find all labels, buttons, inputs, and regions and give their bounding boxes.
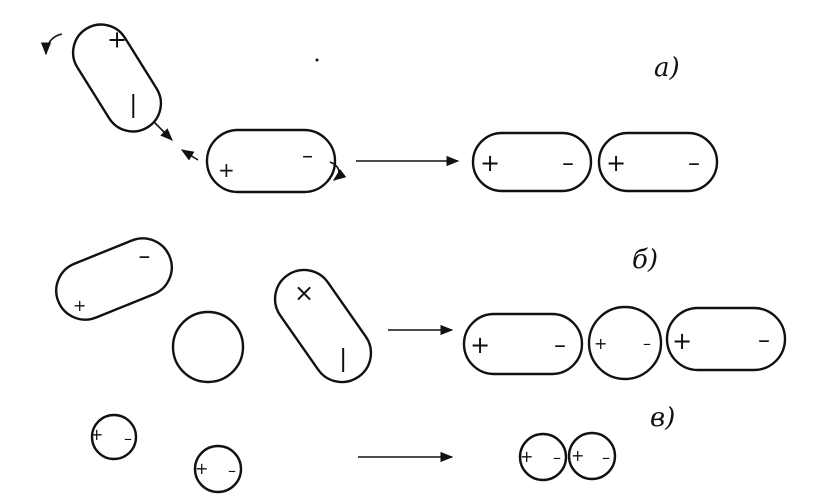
minus-sign: – xyxy=(228,461,236,480)
minus-sign: – xyxy=(554,331,566,359)
minus-sign: | xyxy=(339,344,347,372)
aggregate-rod-1: + – xyxy=(462,312,584,376)
minus-sign: | xyxy=(129,91,137,119)
small-dipole-sphere: + – xyxy=(90,413,138,461)
minus-sign: – xyxy=(562,149,574,177)
minus-sign: – xyxy=(553,448,561,467)
plus-sign: + xyxy=(195,459,208,478)
tilted-dipole-rod: × | xyxy=(273,268,373,384)
minus-sign: – xyxy=(602,448,610,467)
attraction-arrow xyxy=(180,149,199,161)
plus-sign: + xyxy=(470,331,490,359)
tilted-dipole-rod: + | xyxy=(71,23,163,133)
row-c: + – + – + – + – в) xyxy=(90,403,675,494)
aggregate-rod-2: + – xyxy=(597,131,719,193)
plus-sign: + xyxy=(90,425,103,444)
horizontal-dipole-rod: + – xyxy=(205,128,337,194)
minus-sign: – xyxy=(302,144,313,169)
plus-sign: + xyxy=(520,447,533,466)
plus-sign: + xyxy=(606,149,626,177)
spherical-particle xyxy=(171,310,245,384)
minus-sign: – xyxy=(758,326,770,354)
plus-sign: + xyxy=(73,296,86,315)
stray-dot xyxy=(315,58,319,62)
plus-sign: + xyxy=(218,158,235,182)
aggregate-sphere: + – xyxy=(587,305,663,381)
plus-sign: × xyxy=(294,279,314,307)
row-a: + | + – + – + – a) xyxy=(40,23,719,194)
plus-sign: + xyxy=(107,25,127,53)
label-c: в) xyxy=(650,403,675,433)
rotation-arrow xyxy=(40,33,63,56)
row-b: + – × | + – + – + – б) xyxy=(55,237,787,384)
aggregate-sphere-2: + – xyxy=(567,431,617,481)
small-dipole-sphere: + – xyxy=(193,444,243,494)
attraction-arrow xyxy=(153,121,173,141)
plus-sign: + xyxy=(594,334,607,353)
aggregate-sphere-1: + – xyxy=(518,432,568,482)
tilted-dipole-rod: + – xyxy=(55,237,173,321)
label-b: б) xyxy=(632,245,658,275)
aggregate-rod-1: + – xyxy=(471,131,593,193)
plus-sign: + xyxy=(571,446,584,465)
rotation-arrow xyxy=(329,161,347,181)
minus-sign: – xyxy=(124,429,132,448)
plus-sign: + xyxy=(480,149,500,177)
minus-sign: – xyxy=(643,334,651,353)
label-a: a) xyxy=(654,53,680,83)
aggregate-rod-2: + – xyxy=(665,306,787,372)
minus-sign: – xyxy=(688,149,700,177)
minus-sign: – xyxy=(138,242,150,270)
plus-sign: + xyxy=(672,327,692,355)
